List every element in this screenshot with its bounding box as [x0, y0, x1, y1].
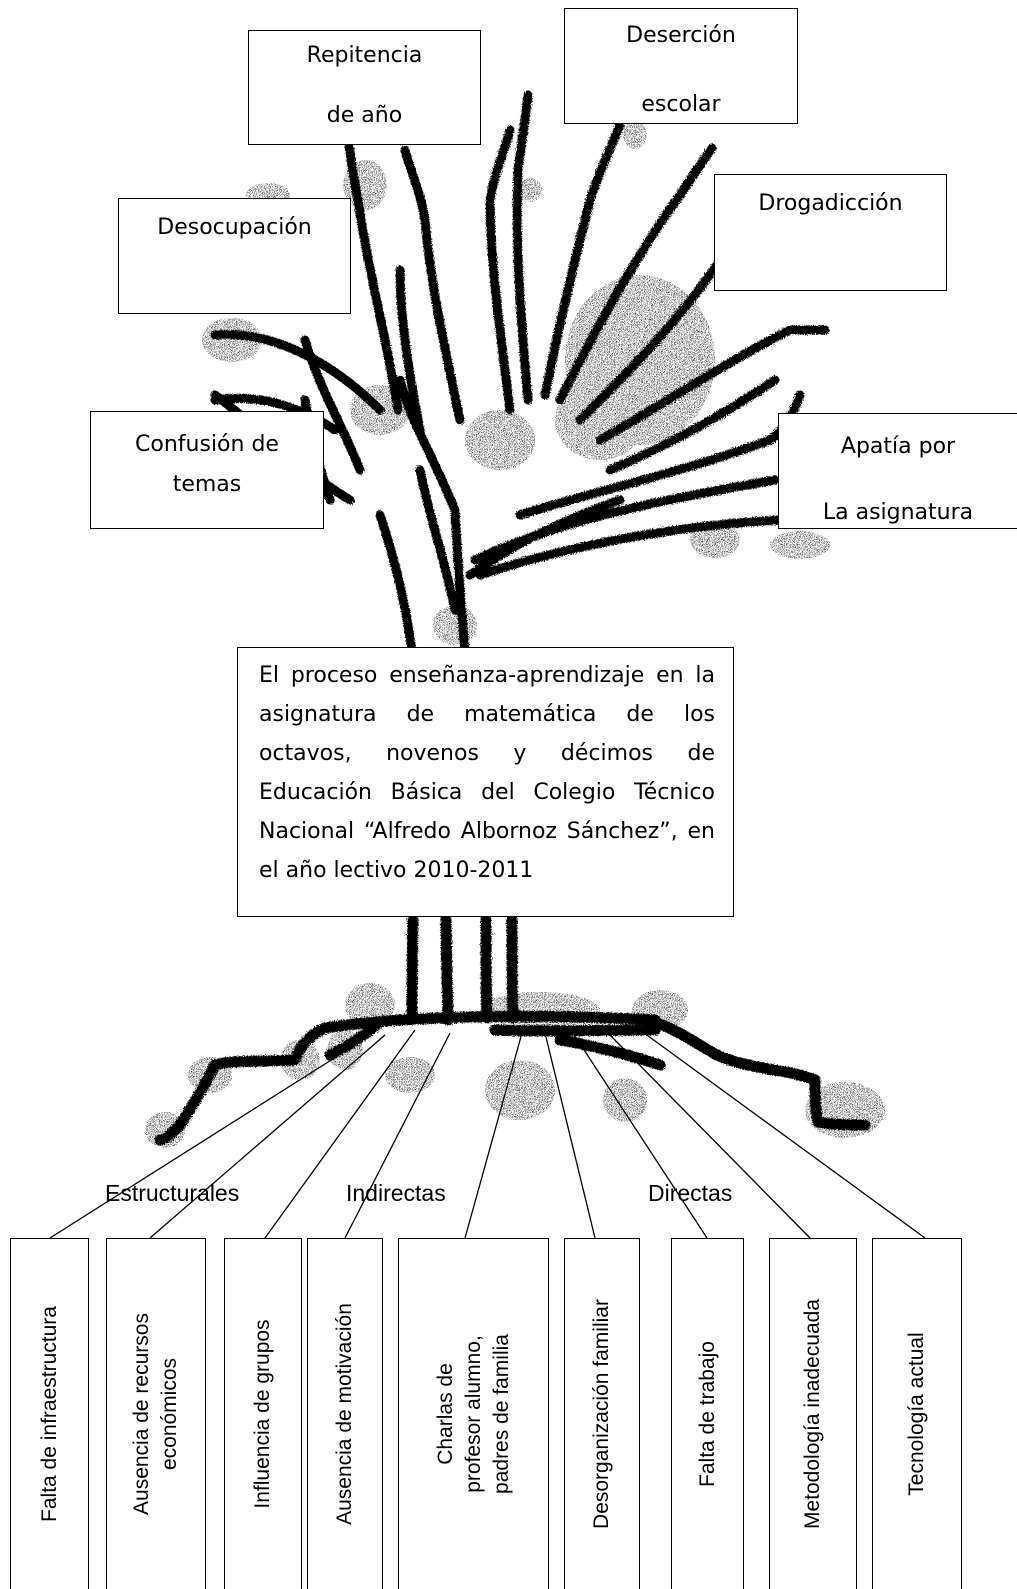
cause-label-8: Metodología inadecuada [801, 1299, 824, 1530]
effect-confusion-box: Confusión de temas [90, 411, 324, 529]
cause-label-7: Falta de trabajo [695, 1341, 719, 1487]
effect-drogadiccion-line1: Drogadicción [758, 191, 903, 216]
cause-box-3: Influencia de grupos [224, 1238, 302, 1589]
cause-box-9: Tecnología actual [872, 1238, 962, 1589]
effect-confusion-line2: temas [172, 472, 242, 497]
cause-box-5: Charlas de profesor alumno, padres de fa… [398, 1238, 549, 1589]
cause-box-6: Desorganización familiar [564, 1238, 640, 1589]
cause-box-2: Ausencia de recursos económicos [106, 1238, 206, 1589]
cause-label-9: Tecnología actual [905, 1332, 928, 1496]
effect-confusion-line1: Confusión de [135, 432, 279, 457]
cause-label-5: Charlas de profesor alumno, padres de fa… [433, 1334, 513, 1494]
category-directas: Directas [648, 1180, 733, 1206]
effect-repitencia-line2: de año [326, 103, 403, 128]
effect-repitencia-box: Repitencia de año [248, 30, 481, 145]
effect-apatia-box: Apatía por La asignatura [778, 413, 1017, 529]
cause-label-6: Desorganización familiar [590, 1299, 613, 1529]
category-estructurales: Estructurales [105, 1180, 240, 1206]
effect-apatia-line1: Apatía por [840, 434, 956, 459]
effect-drogadiccion-box: Drogadicción [714, 174, 947, 291]
cause-label-1: Falta de infraestructura [37, 1306, 61, 1522]
tree-roots [154, 1010, 871, 1146]
cause-box-4: Ausencia de motivación [307, 1238, 383, 1589]
cause-label-2: Ausencia de recursos económicos [130, 1313, 181, 1515]
cause-label-3: Influencia de grupos [251, 1319, 274, 1509]
tree-trunk [406, 914, 519, 1026]
cause-box-1: Falta de infraestructura [10, 1238, 89, 1589]
central-problem-box: El proceso enseñanza-aprendizaje en la a… [237, 647, 734, 917]
effect-apatia-line2: La asignatura [822, 500, 974, 525]
effect-desercion-box: Deserción escolar [564, 8, 798, 124]
category-indirectas: Indirectas [346, 1180, 446, 1206]
effect-repitencia-line1: Repitencia [306, 43, 423, 68]
root-connector-lines [49, 1029, 926, 1239]
cause-box-7: Falta de trabajo [671, 1238, 744, 1589]
cause-label-4: Ausencia de motivación [333, 1303, 356, 1525]
effect-desercion-line1: Deserción [626, 23, 736, 48]
central-problem-text: El proceso enseñanza-aprendizaje en la a… [259, 663, 715, 883]
cause-box-8: Metodología inadecuada [769, 1238, 857, 1589]
effect-desocupacion-box: Desocupación [118, 198, 351, 314]
effect-desercion-line2: escolar [641, 92, 721, 117]
effect-desocupacion-line1: Desocupación [157, 215, 312, 240]
